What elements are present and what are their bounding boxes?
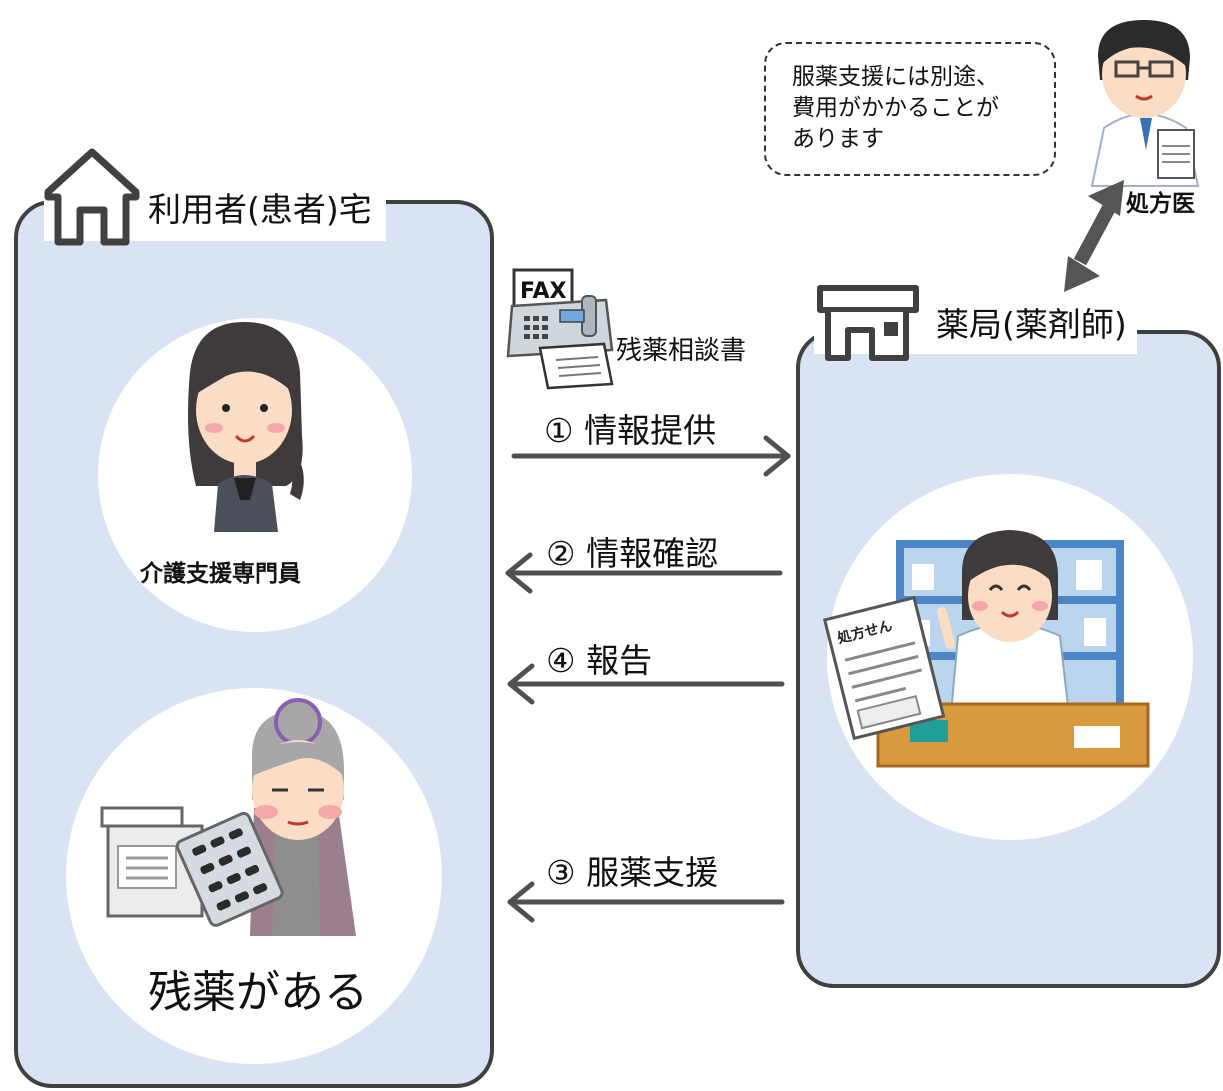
- care-manager-label: 介護支援専門員: [140, 561, 301, 587]
- care-manager-illustration: [188, 322, 304, 532]
- note-line: 費用がかかることが: [792, 95, 999, 122]
- flow-label-medication-support: ③ 服薬支援: [546, 853, 719, 892]
- doctor-pharmacy-double-arrow: [1064, 180, 1124, 292]
- flow-label-report: ④ 報告: [546, 641, 653, 680]
- patient-illustration: [100, 698, 356, 936]
- house-icon: [44, 148, 140, 246]
- fax-machine-icon: FAX: [506, 268, 614, 390]
- flow-label-info-provision: ① 情報提供: [544, 411, 717, 450]
- flow-label-info-confirmation: ② 情報確認: [546, 534, 719, 573]
- pharmacy-title: 薬局(薬剤師): [936, 305, 1127, 344]
- note-line: 服薬支援には別途、: [792, 64, 999, 90]
- pharmacist-illustration: 処方せん: [822, 530, 1150, 768]
- home-title: 利用者(患者)宅: [148, 190, 372, 229]
- flow-arrow-2: [505, 552, 783, 594]
- flow-arrow-3: [507, 881, 785, 923]
- flow-arrow-1: [511, 435, 791, 477]
- fax-badge: FAX: [520, 279, 567, 304]
- flow-arrow-4: [507, 663, 785, 705]
- shop-icon: [817, 285, 919, 361]
- patient-label: 残薬がある: [148, 967, 368, 1018]
- note-line: あります: [792, 126, 884, 153]
- cost-note: 服薬支援には別途、 費用がかかることが あります: [764, 42, 1056, 176]
- doctor-illustration: [1090, 20, 1200, 187]
- fax-document-label: 残薬相談書: [616, 336, 747, 366]
- doctor-label: 処方医: [1126, 191, 1195, 217]
